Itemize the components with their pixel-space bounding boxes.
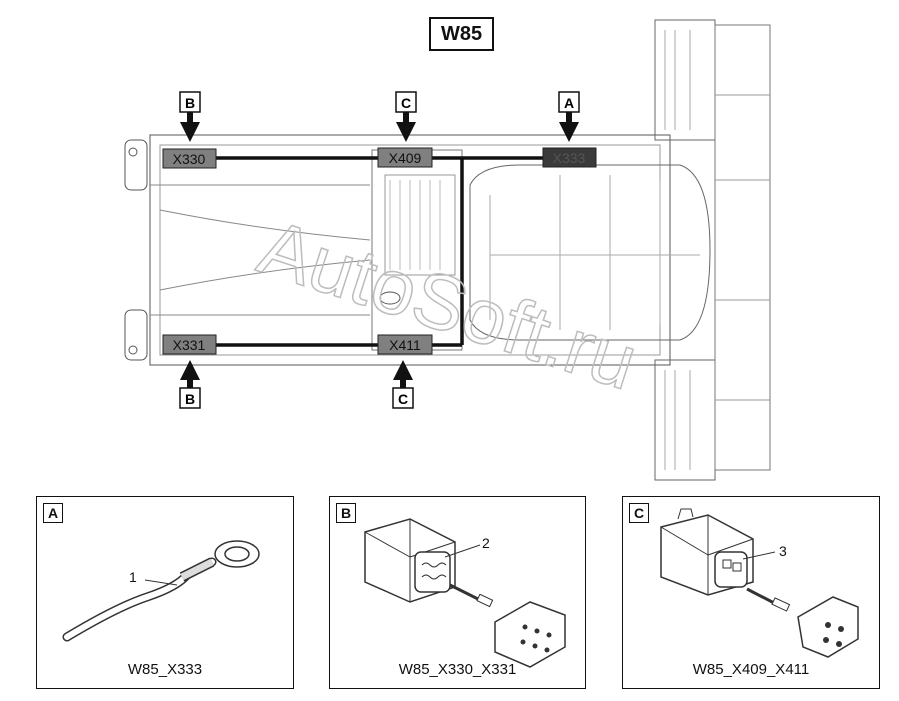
svg-text:A: A	[564, 95, 574, 111]
svg-text:X411: X411	[389, 337, 421, 353]
chassis-outline	[124, 19, 771, 481]
ring-terminal-illustration	[62, 540, 260, 642]
svg-text:X330: X330	[173, 151, 206, 167]
svg-text:X333: X333	[553, 150, 586, 166]
panel-letter-b: B	[336, 503, 356, 523]
svg-text:B: B	[185, 391, 195, 407]
deutsch-connector-small-illustration	[660, 508, 859, 658]
connector-x330: X330	[162, 148, 217, 169]
svg-text:B: B	[185, 95, 195, 111]
connector-x409: X409	[377, 147, 433, 168]
marker-b-top: B	[179, 91, 201, 142]
svg-text:C: C	[401, 95, 411, 111]
machine-top-view: X330 X409 X333 X331 X411 B C A B	[124, 19, 771, 481]
detail-panel-a: A 1 W85_X333	[36, 496, 294, 689]
connector-x333: X333	[542, 147, 597, 168]
panel-letter-a: A	[43, 503, 63, 523]
panel-caption-a: W85_X333	[127, 661, 203, 678]
panel-letter-c: C	[629, 503, 649, 523]
connector-x411: X411	[377, 334, 433, 355]
panel-caption-c: W85_X409_X411	[692, 661, 810, 678]
marker-a-top: A	[558, 91, 580, 142]
deutsch-connector-illustration	[364, 518, 566, 668]
marker-b-bottom: B	[179, 360, 201, 409]
callout-1: 1	[129, 569, 137, 585]
marker-c-bottom: C	[392, 360, 414, 409]
svg-text:C: C	[398, 391, 408, 407]
callout-2: 2	[482, 535, 490, 551]
svg-text:X409: X409	[389, 150, 422, 166]
marker-c-top: C	[395, 91, 417, 142]
detail-panel-c: C 3 W85_X409_X411	[622, 496, 880, 689]
detail-panel-b: B 2 W85_X330_X331	[329, 496, 586, 689]
diagram-title: W85	[429, 17, 494, 51]
callout-3: 3	[779, 543, 787, 559]
watermark: AutoSoft.ru	[249, 202, 647, 406]
connector-x331: X331	[162, 334, 217, 355]
svg-text:X331: X331	[173, 337, 206, 353]
harness-wiring	[215, 156, 545, 347]
panel-caption-b: W85_X330_X331	[398, 661, 517, 678]
